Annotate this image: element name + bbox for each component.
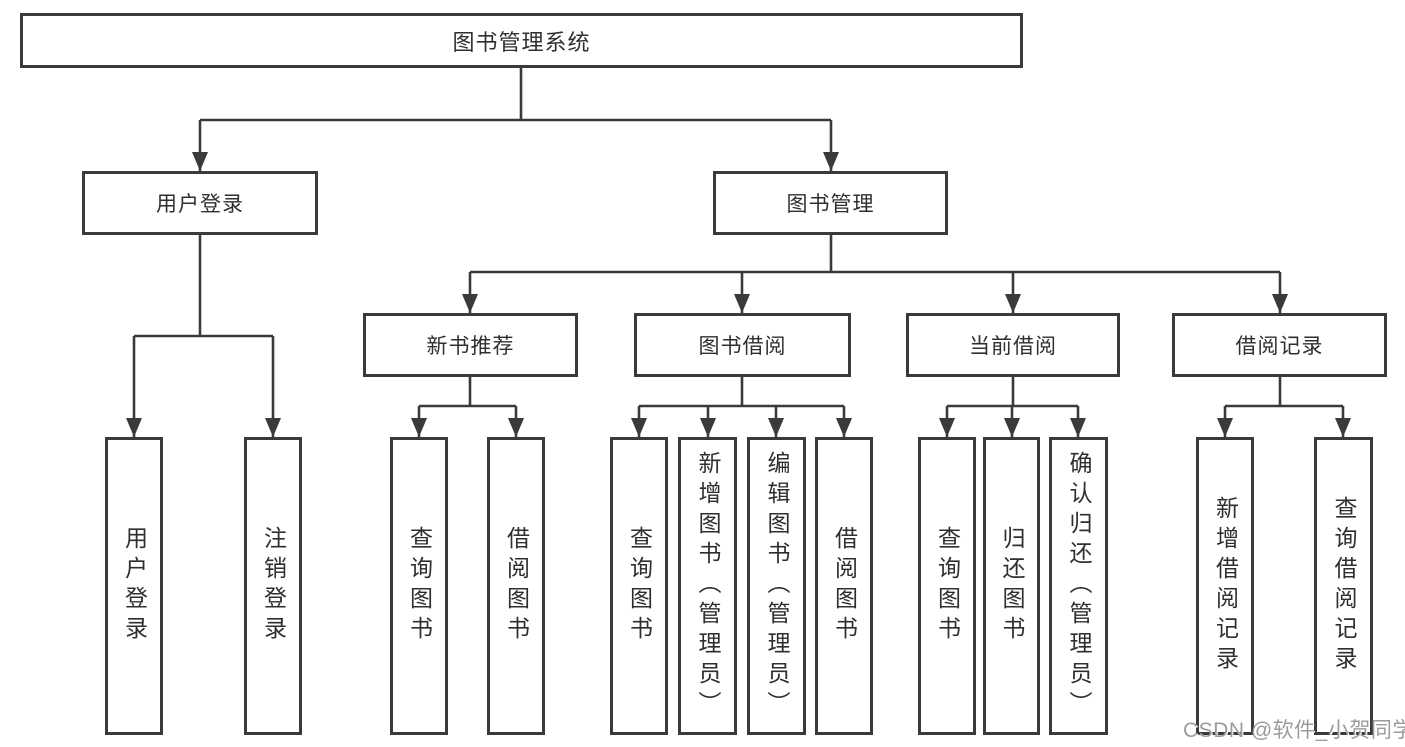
node-leaf-borrow-borrow: 借阅图书 [815,437,873,735]
node-user-login: 用户登录 [82,171,318,235]
connector-user-login-branch [132,235,275,437]
connector-current-borrow-branch [945,377,1080,437]
node-borrow-record: 借阅记录 [1172,313,1387,377]
node-leaf-current-return: 归还图书 [983,437,1040,735]
node-leaf-logout: 注销登录 [244,437,302,735]
node-leaf-record-query: 查询借阅记录 [1314,437,1373,735]
node-new-book-rec: 新书推荐 [363,313,578,377]
connector-new-book-branch [417,377,518,437]
connector-borrow-record-branch [1223,377,1345,437]
node-leaf-record-add: 新增借阅记录 [1196,437,1254,735]
node-leaf-current-confirm: 确认归还（管理员） [1049,437,1108,735]
node-leaf-user-login: 用户登录 [105,437,163,735]
node-leaf-newbook-borrow: 借阅图书 [487,437,545,735]
node-leaf-borrow-edit: 编辑图书（管理员） [747,437,806,735]
node-book-mgmt: 图书管理 [713,171,948,235]
watermark: CSDN @软件_小贺同学 [1183,719,1405,742]
connector-root-level2 [198,68,833,171]
node-leaf-borrow-add: 新增图书（管理员） [678,437,737,735]
node-leaf-newbook-query: 查询图书 [390,437,448,735]
node-root: 图书管理系统 [20,13,1023,68]
node-current-borrow: 当前借阅 [906,313,1120,377]
connector-book-borrow-branch [637,377,846,437]
node-leaf-borrow-query: 查询图书 [610,437,668,735]
connector-book-mgmt-level3 [468,235,1282,313]
node-book-borrow: 图书借阅 [634,313,851,377]
node-leaf-current-query: 查询图书 [918,437,976,735]
